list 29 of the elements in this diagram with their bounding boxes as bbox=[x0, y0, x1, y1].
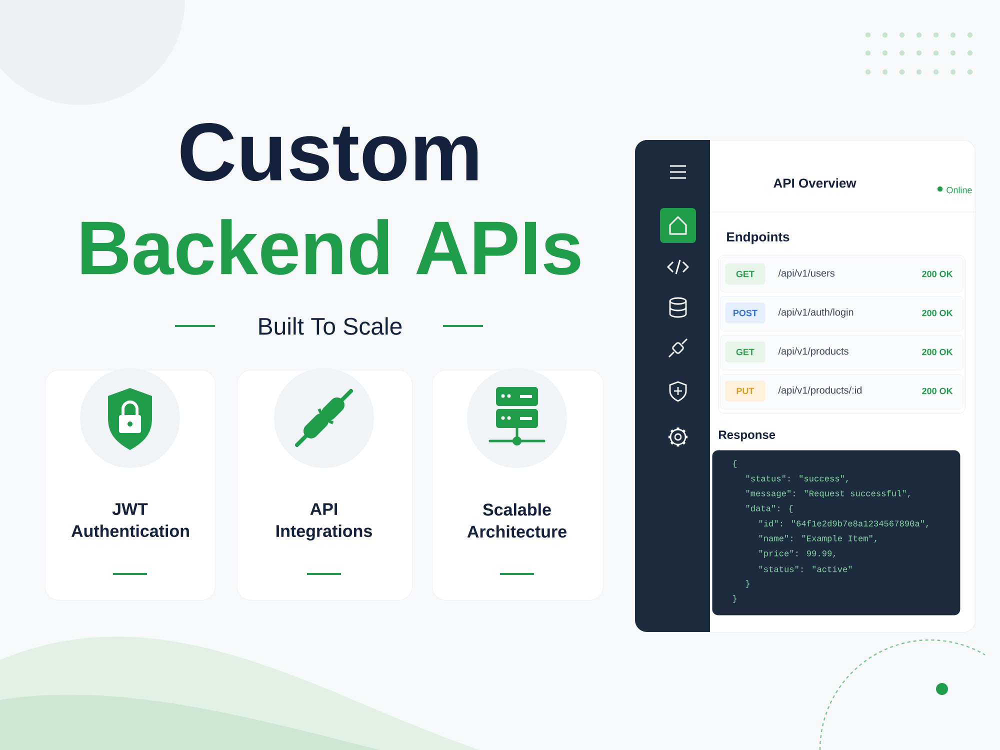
code-line: { bbox=[733, 460, 737, 468]
code-line: "data": { bbox=[746, 505, 793, 514]
endpoint-path: /api/v1/auth/login bbox=[778, 308, 854, 318]
code-line: "price": 99.99, bbox=[759, 550, 836, 558]
code-line: "message": "Request successful", bbox=[746, 490, 910, 498]
method-badge: POST bbox=[725, 302, 766, 324]
code-line: "id": "64f1e2d9b7e8a1234567890a", bbox=[759, 520, 928, 528]
subtitle: Built To Scale bbox=[259, 317, 402, 335]
status-indicator: Online bbox=[937, 186, 972, 194]
status-code: 200 OK bbox=[922, 270, 953, 278]
headline: Backend APIs bbox=[82, 219, 580, 275]
status-code: 200 OK bbox=[922, 310, 953, 316]
headline: Custom bbox=[180, 122, 478, 182]
code-line: } bbox=[746, 580, 750, 588]
method-badge: PUT bbox=[725, 380, 766, 402]
endpoint-path: /api/v1/products/:id bbox=[778, 386, 862, 396]
status-code: 200 OK bbox=[922, 388, 953, 394]
section-heading: Endpoints bbox=[727, 232, 790, 244]
code-line: "status": "success", bbox=[746, 475, 848, 483]
status-code: 200 OK bbox=[922, 348, 953, 356]
method-badge: GET bbox=[725, 264, 766, 284]
panel-title: API Overview bbox=[774, 178, 856, 188]
code-line: "status": "active" bbox=[759, 566, 852, 572]
code-line: } bbox=[732, 595, 736, 604]
section-heading: Response bbox=[719, 430, 776, 442]
code-line: "name": "Example Item", bbox=[759, 535, 876, 544]
endpoint-path: /api/v1/users bbox=[778, 269, 835, 279]
endpoint-path: /api/v1/products bbox=[778, 347, 848, 357]
method-badge: GET bbox=[725, 342, 766, 362]
